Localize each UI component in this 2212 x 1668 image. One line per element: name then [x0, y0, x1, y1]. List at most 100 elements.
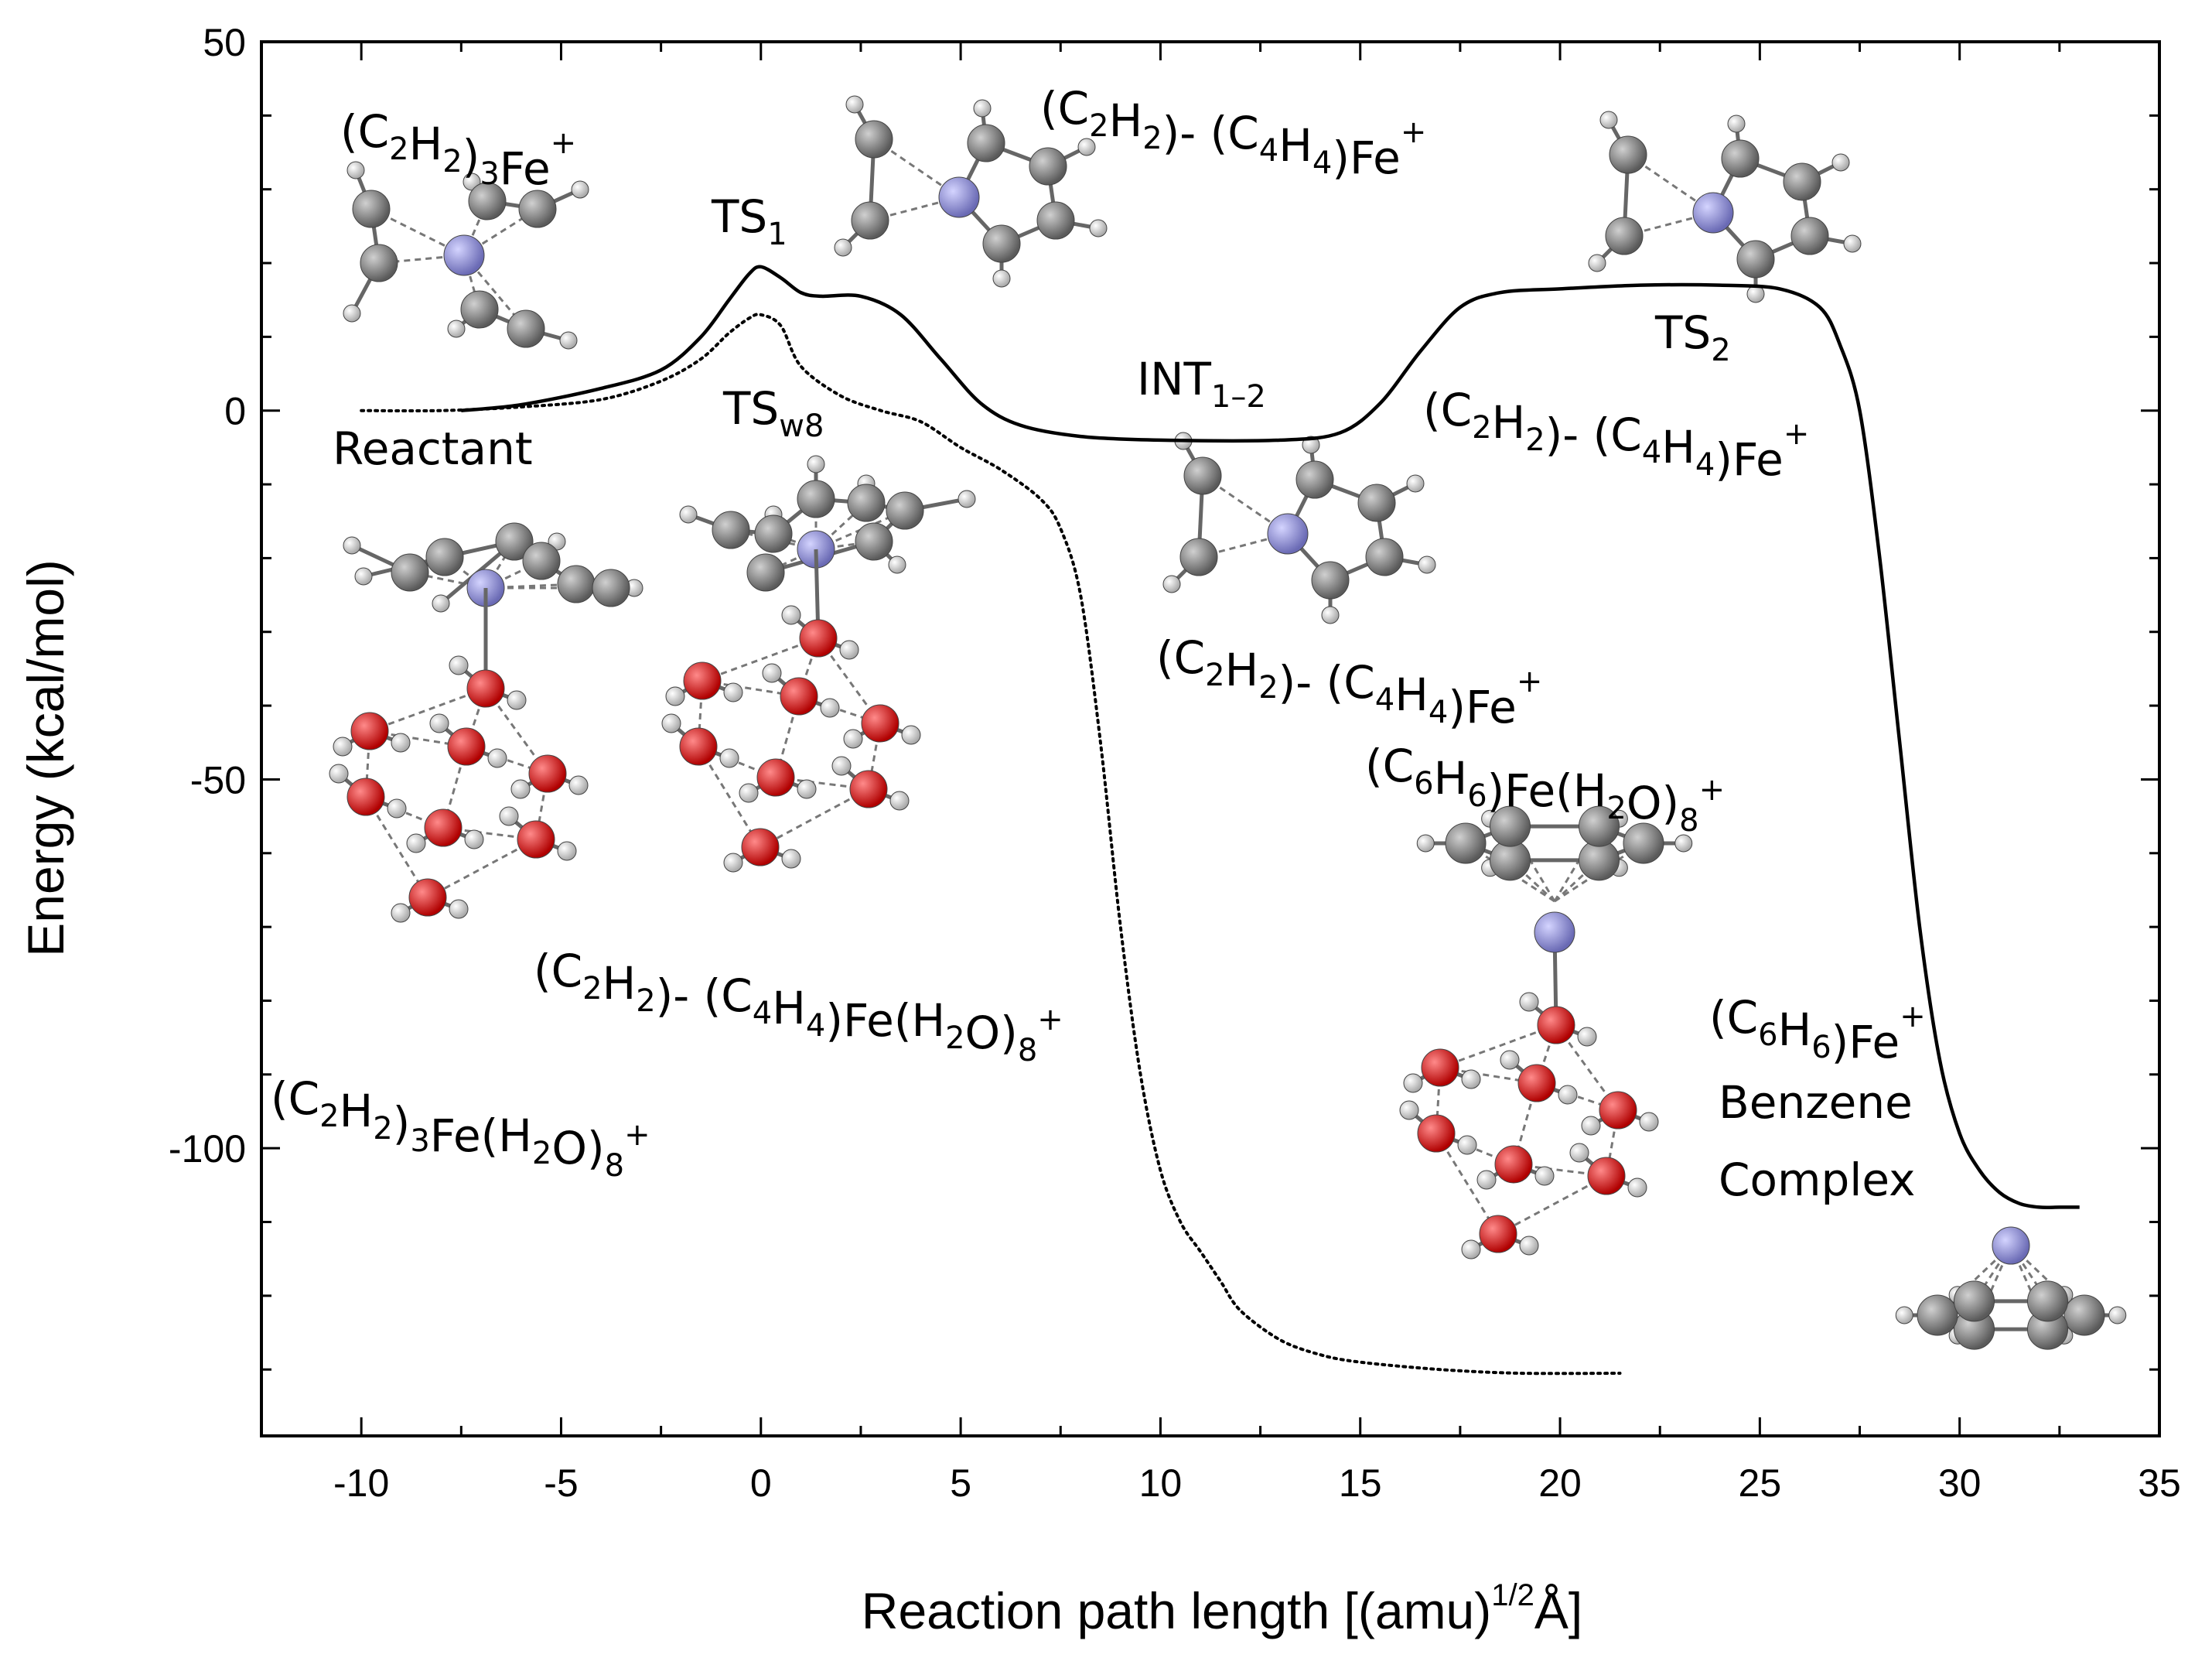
hydrogen-atom — [781, 605, 801, 625]
reactant-water-cluster — [329, 655, 589, 923]
oxygen-atom — [861, 704, 899, 743]
carbon-atom — [847, 484, 886, 522]
hydrogen-atom — [1500, 1050, 1520, 1070]
y-tick-label: 0 — [224, 390, 246, 433]
hydrogen-atom — [973, 99, 992, 118]
hydrogen-atom — [329, 764, 349, 784]
hydrogen-atom — [1843, 234, 1862, 253]
molecular-structures — [329, 95, 2127, 1350]
oxygen-atom — [849, 770, 888, 808]
hydrogen-atom — [387, 798, 407, 819]
hydrogen-atom — [843, 729, 863, 749]
carbon-atom — [982, 224, 1021, 263]
oxygen-atom — [1517, 1064, 1556, 1102]
hydrogen-atom — [406, 833, 426, 853]
hydrogen-atom — [723, 853, 743, 873]
hydrogen-atom — [1406, 474, 1425, 493]
oxygen-atom — [1479, 1215, 1517, 1253]
hydrogen-atom — [507, 690, 527, 710]
oxygen-atom — [517, 820, 555, 859]
hydrogen-atom — [449, 899, 469, 919]
hydrogen-atom — [1588, 254, 1606, 272]
hydrogen-atom — [1162, 575, 1181, 593]
x-tick-label: 35 — [2138, 1461, 2181, 1505]
hydrogen-atom — [1519, 1236, 1539, 1256]
carbon-atom — [352, 190, 391, 228]
x-tick-label: 5 — [950, 1461, 971, 1505]
benzene-hydrated-ring — [1416, 805, 1693, 1026]
hydrogen-atom — [1558, 1085, 1578, 1105]
carbon-atom — [1790, 217, 1829, 255]
carbon-atom — [1917, 1294, 1958, 1336]
gas-phase-energy-curve — [461, 265, 2080, 1210]
bond — [760, 788, 869, 849]
carbon-atom — [855, 522, 893, 561]
plot-frame — [260, 40, 2161, 1437]
species-label: TS1 — [711, 190, 787, 252]
carbon-atom — [1736, 240, 1775, 279]
carbon-atom — [967, 124, 1005, 162]
species-label: (C2H2)- (C4H4)Fe(H2O)8+ — [534, 945, 1063, 1068]
species-label: (C2H2)- (C4H4)Fe+ — [1423, 384, 1809, 486]
oxygen-atom — [528, 754, 567, 793]
hydrogen-atom — [1399, 1100, 1419, 1120]
carbon-atom — [1579, 805, 1620, 847]
oxygen-atom — [447, 727, 486, 766]
hydrogen-atom — [1403, 1073, 1423, 1093]
hydrogen-atom — [839, 640, 859, 660]
oxygen-atom — [1537, 1006, 1575, 1044]
hydrogen-atom — [510, 779, 531, 799]
carbon-atom — [507, 309, 545, 348]
carbon-atom — [391, 553, 429, 592]
hydrogen-atom — [1461, 1069, 1481, 1089]
iron-atom — [938, 176, 980, 218]
x-tick-label: 20 — [1538, 1461, 1582, 1505]
hydrogen-atom — [499, 806, 519, 826]
bond — [427, 838, 537, 899]
bond — [1439, 1024, 1557, 1069]
hydrogen-atom — [346, 161, 365, 179]
oxygen-atom — [346, 778, 385, 816]
carbon-atom — [855, 120, 893, 159]
hydrogen-atom — [1077, 138, 1096, 156]
carbon-atom — [2027, 1280, 2068, 1322]
carbon-atom — [886, 491, 924, 530]
carbon-atom — [1029, 147, 1067, 186]
carbon-atom — [1783, 162, 1821, 201]
species-label: (C2H2)3Fe+ — [340, 105, 576, 195]
iron-atom — [1267, 513, 1309, 555]
carbon-atom — [592, 569, 630, 607]
x-tick-label: 0 — [750, 1461, 772, 1505]
carbon-atom — [360, 244, 398, 282]
carbon-atom — [2064, 1294, 2105, 1336]
carbon-atom — [746, 553, 785, 592]
bond — [697, 746, 762, 848]
carbon-atom — [1365, 538, 1404, 576]
carbon-atom — [1623, 822, 1664, 864]
hydrogen-atom — [1476, 1170, 1497, 1190]
species-label: (C2H2)- (C4H4)Fe+ — [1156, 631, 1542, 733]
hydrogen-atom — [888, 555, 906, 574]
x-tick-label: 25 — [1739, 1461, 1782, 1505]
species-label: Benzene — [1719, 1076, 1913, 1129]
hydrogen-atom — [958, 490, 976, 508]
hydrogen-atom — [1089, 219, 1108, 238]
hydrogen-atom — [807, 455, 825, 473]
carbon-atom — [1357, 484, 1396, 522]
iron-atom — [443, 234, 485, 276]
hydrogen-atom — [391, 903, 411, 923]
hydrogen-atom — [831, 756, 852, 776]
hydrogen-atom — [1302, 436, 1320, 454]
hydrogen-atom — [1627, 1178, 1647, 1198]
hydrogen-atom — [568, 775, 589, 795]
carbon-atom — [1311, 561, 1350, 600]
hydrogen-atom — [781, 849, 801, 869]
ts1-gas-structure — [834, 95, 1108, 288]
hydrogen-atom — [1418, 555, 1436, 574]
hydrogen-atom — [559, 331, 578, 350]
oxygen-atom — [679, 727, 718, 766]
oxygen-atom — [683, 661, 722, 700]
benzene-gas-structure — [1895, 1226, 2127, 1350]
y-tick-label: -50 — [190, 758, 246, 802]
